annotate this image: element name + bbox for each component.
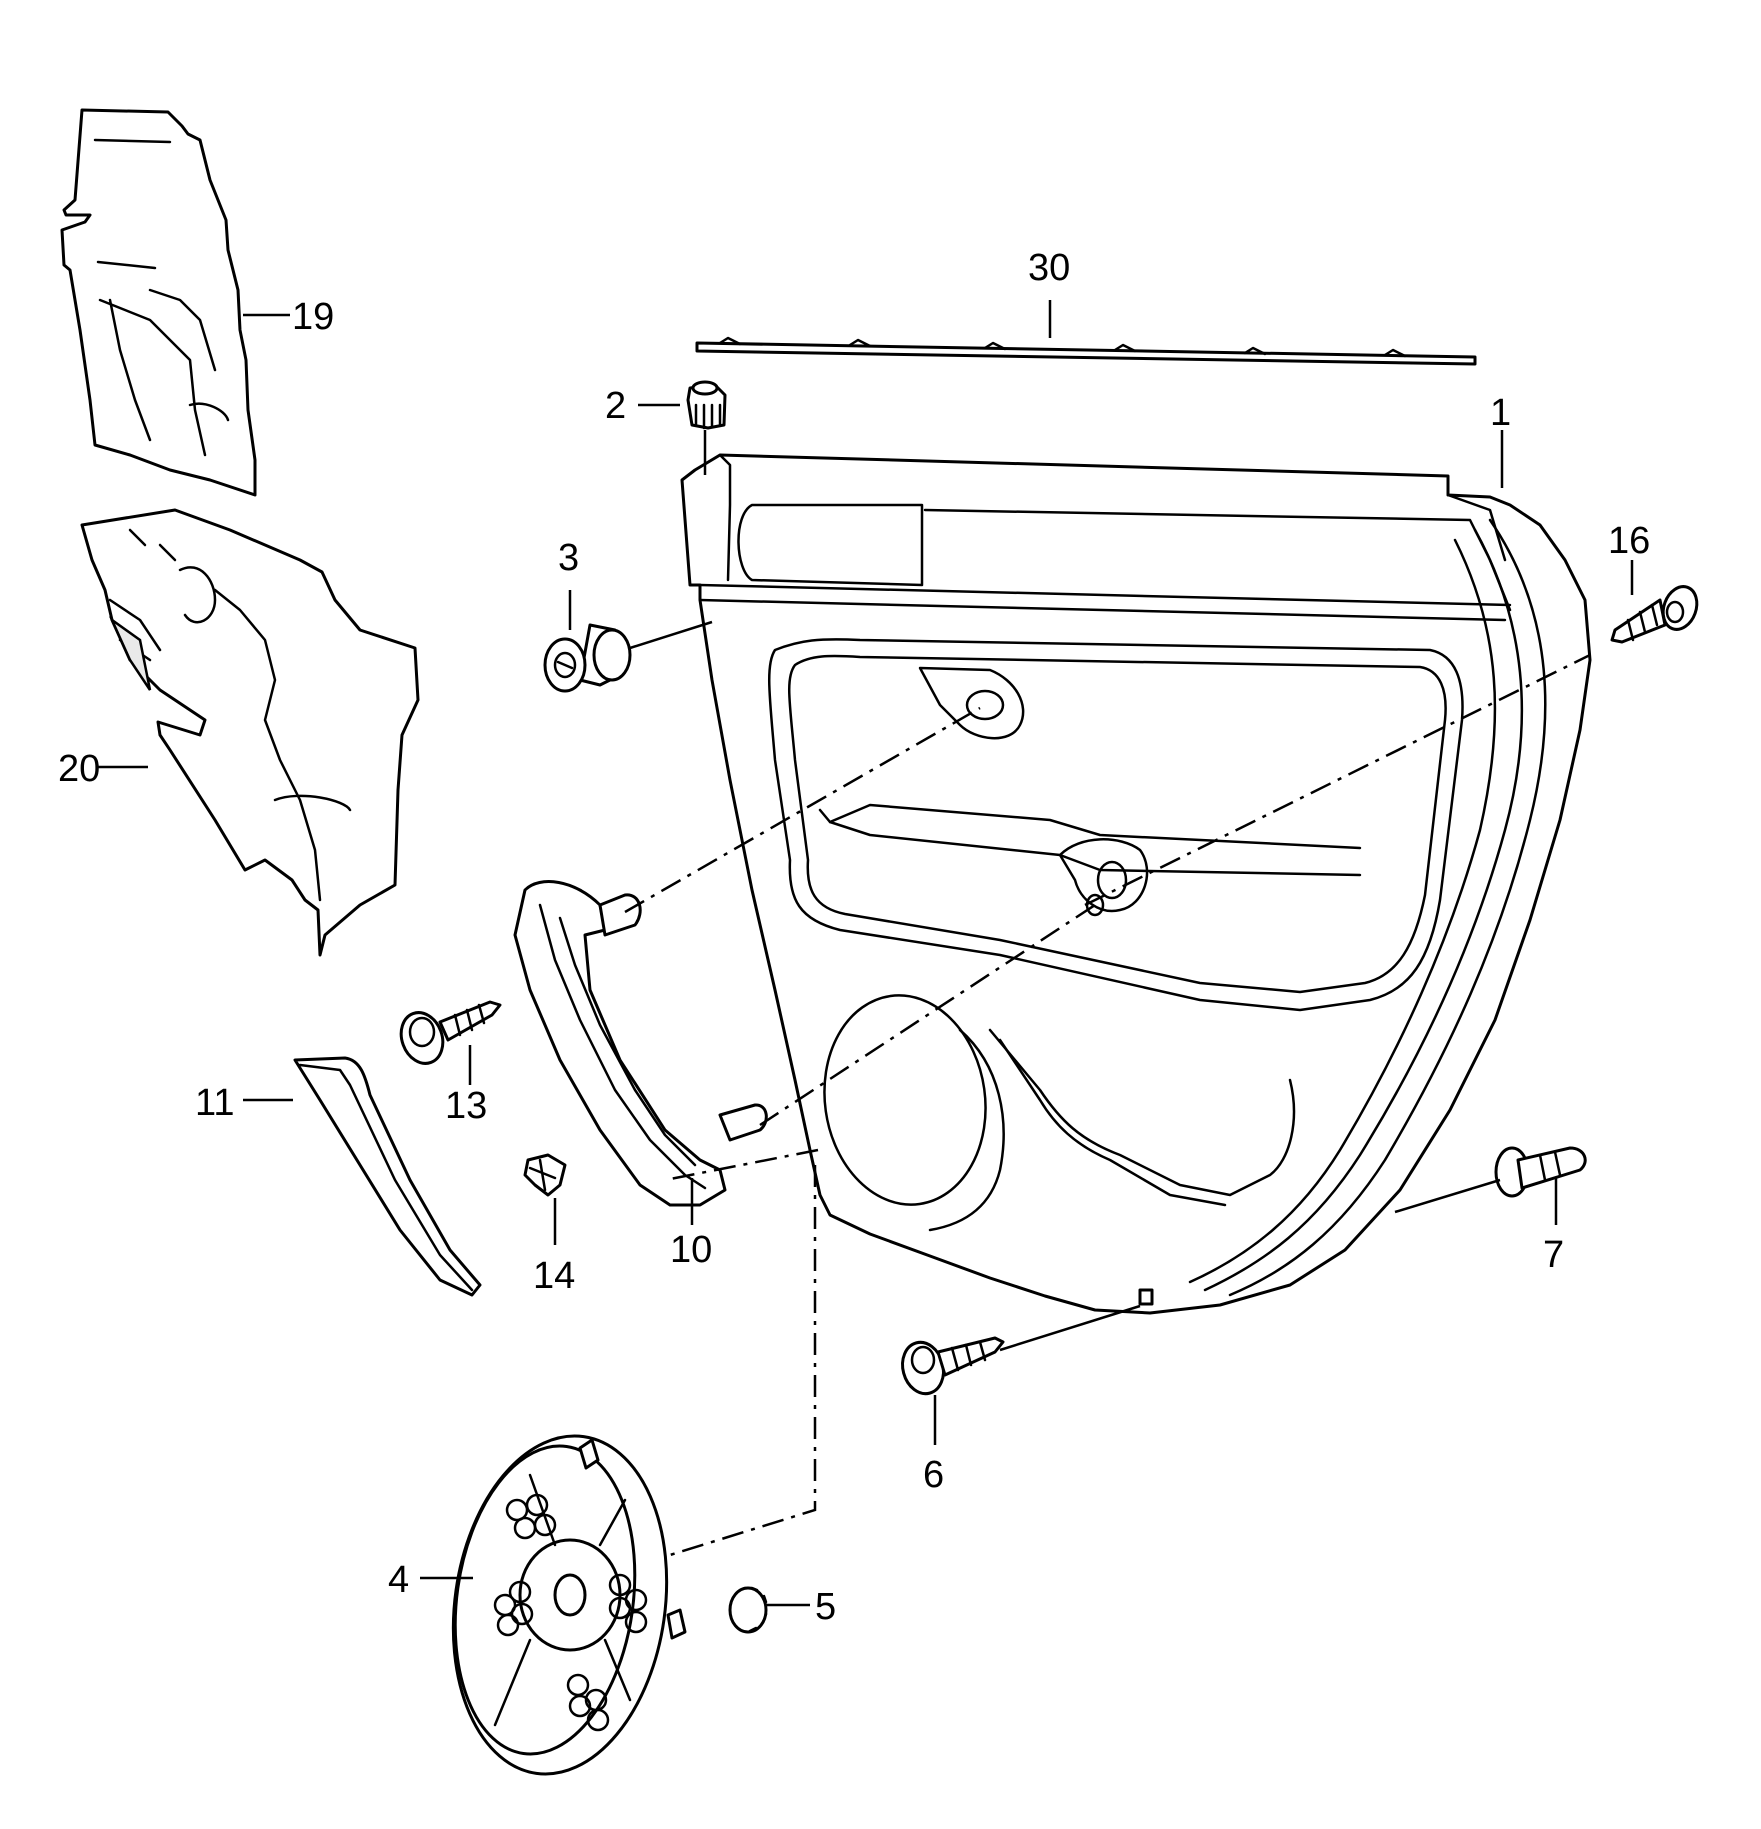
callout-11: 11: [195, 1082, 234, 1124]
speaker-perforations: [493, 1493, 648, 1732]
part-1-door-trim-panel[interactable]: [680, 453, 1592, 1315]
callout-13: 13: [445, 1085, 487, 1127]
assembly-lines: [624, 653, 1591, 1557]
callout-2: 2: [605, 385, 626, 427]
callout-10: 10: [670, 1229, 712, 1271]
callout-19: 19: [292, 296, 334, 338]
part-2-clip[interactable]: [686, 380, 727, 430]
part-20-insulation-pad[interactable]: [80, 508, 420, 957]
callout-7: 7: [1543, 1234, 1564, 1276]
callout-20: 20: [58, 748, 100, 790]
part-4-speaker-cover[interactable]: [432, 1422, 687, 1788]
part-14-clip[interactable]: [523, 1153, 567, 1197]
callout-3: 3: [558, 537, 579, 579]
part-13-screw[interactable]: [394, 1000, 502, 1069]
leader-lines: [98, 300, 1634, 1607]
callout-6: 6: [923, 1454, 944, 1496]
callout-5: 5: [815, 1586, 836, 1628]
callout-14: 14: [533, 1255, 575, 1297]
part-30-window-seal-strip[interactable]: [695, 336, 1477, 366]
callout-30: 30: [1028, 247, 1070, 289]
callout-labels: 19 20 30 1 2 3 16 13 11 14 10 7 6 4 5: [58, 247, 1650, 1628]
part-7-rivet[interactable]: [1494, 1146, 1587, 1198]
part-16-screw[interactable]: [1610, 582, 1703, 644]
callout-16: 16: [1608, 520, 1650, 562]
part-19-insulation-pad[interactable]: [60, 108, 257, 497]
part-11-trim-strip[interactable]: [293, 1056, 482, 1297]
callout-1: 1: [1490, 392, 1511, 434]
part-10-grab-handle[interactable]: [513, 880, 768, 1207]
part-5-clip-nut[interactable]: [728, 1586, 768, 1634]
callout-4: 4: [388, 1559, 409, 1601]
part-6-screw[interactable]: [897, 1336, 1005, 1399]
part-3-grommet[interactable]: [543, 623, 632, 693]
